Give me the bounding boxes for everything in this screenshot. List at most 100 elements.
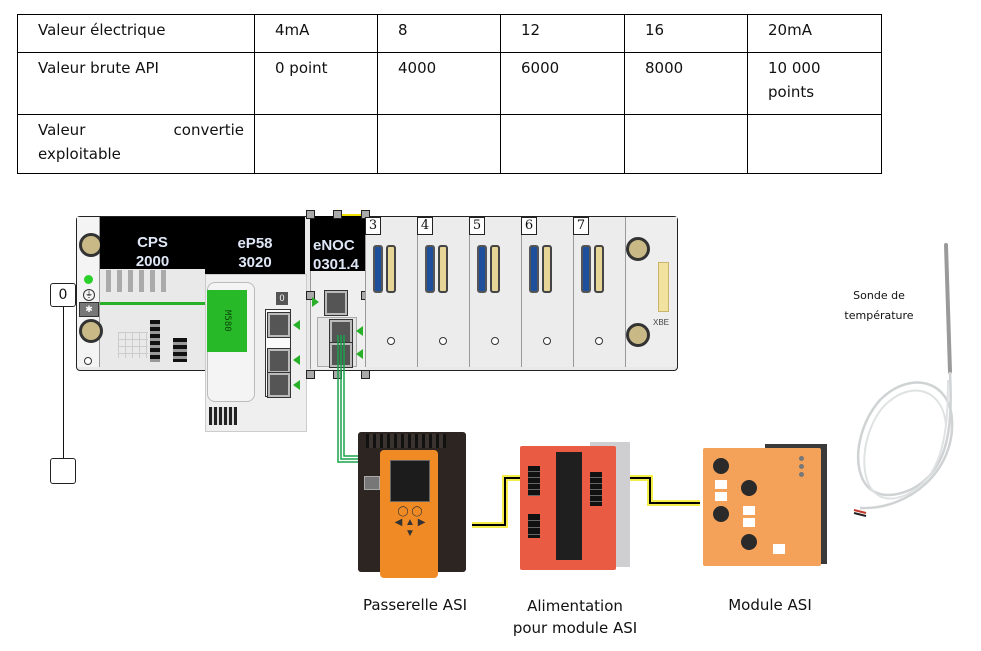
led-indicator-icon xyxy=(799,456,804,461)
gateway-screen xyxy=(390,460,430,502)
ethernet-port[interactable] xyxy=(267,348,291,374)
module-ref: 0301.4 xyxy=(313,256,359,271)
connector-icon xyxy=(581,245,591,293)
sensor-label: Sonde de température xyxy=(836,286,922,326)
table-cell[interactable] xyxy=(377,114,501,174)
terminal-block-icon xyxy=(528,514,540,538)
m12-connector-icon xyxy=(713,506,729,522)
gateway-keypad[interactable]: ◯ ◯◀ ▲ ▶▼ xyxy=(394,506,426,539)
asi-gateway[interactable]: ◯ ◯◀ ▲ ▶▼ xyxy=(358,432,466,578)
asi-power-supply[interactable] xyxy=(520,436,630,571)
selection-handle[interactable] xyxy=(361,370,370,379)
screw-icon xyxy=(79,319,103,343)
hole-icon xyxy=(491,337,499,345)
row-label: Valeur convertie exploitable xyxy=(17,114,255,174)
module-enoc[interactable]: eNOC 0301.4 xyxy=(310,216,365,271)
link-arrow-icon xyxy=(356,326,363,336)
connector-icon xyxy=(386,245,396,293)
module-name: eNOC xyxy=(313,237,355,254)
probe-wire-end xyxy=(853,509,867,514)
link-arrow-icon xyxy=(293,355,300,365)
module-ref: 3020 xyxy=(238,254,272,271)
ethernet-port[interactable] xyxy=(267,372,291,398)
label-plate xyxy=(743,506,755,515)
led-indicator-icon xyxy=(799,472,804,477)
slot-number: 4 xyxy=(417,217,433,235)
terminal-block-icon xyxy=(173,338,187,362)
table-cell: 6000 xyxy=(500,52,625,115)
row-label-line2: exploitable xyxy=(38,145,121,163)
selection-handle[interactable] xyxy=(333,210,342,219)
slot-number: 3 xyxy=(365,217,381,235)
ethernet-port[interactable] xyxy=(324,290,348,316)
selection-handle[interactable] xyxy=(306,210,315,219)
power-supply-label-line1: Alimentation xyxy=(527,597,623,615)
connector-icon xyxy=(490,245,500,293)
connector-icon xyxy=(529,245,539,293)
hole-icon xyxy=(595,337,603,345)
selection-handle[interactable] xyxy=(306,370,315,379)
conversion-table: Valeur électrique 4mA 8 12 16 20mA Valeu… xyxy=(17,14,882,174)
table-cell: 0 point xyxy=(254,52,378,115)
table-row-electrical: Valeur électrique 4mA 8 12 16 20mA xyxy=(17,14,882,53)
connector-icon xyxy=(477,245,487,293)
table-cell[interactable] xyxy=(254,114,378,174)
asi-module-label: Module ASI xyxy=(728,596,812,614)
table-cell[interactable] xyxy=(500,114,625,174)
slot-number: 5 xyxy=(469,217,485,235)
ground-icon: ⏚ xyxy=(83,289,95,301)
row-label-part1: Valeur xyxy=(38,121,86,139)
empty-rack-box[interactable] xyxy=(50,458,76,484)
sensor-label-line1: Sonde de xyxy=(853,289,905,302)
rack-tree-line xyxy=(63,304,64,459)
terminal-block-icon xyxy=(528,466,540,496)
terminal-block-icon xyxy=(150,320,160,362)
ethernet-port[interactable] xyxy=(267,312,291,338)
module-cps[interactable]: CPS 2000 xyxy=(100,217,205,270)
gateway-vent xyxy=(366,434,446,448)
port-label: 0 xyxy=(276,292,288,305)
table-cell[interactable] xyxy=(624,114,748,174)
asi-module[interactable] xyxy=(703,444,828,566)
temperature-probe[interactable] xyxy=(840,240,980,530)
table-cell: 16 xyxy=(624,14,748,53)
extender-connector-icon xyxy=(658,262,669,312)
m12-connector-icon xyxy=(713,458,729,474)
link-arrow-icon xyxy=(356,349,363,359)
selection-handle[interactable] xyxy=(306,291,315,300)
led-green-icon xyxy=(84,275,93,284)
asi-cable xyxy=(615,477,700,504)
probe-cable xyxy=(856,371,954,510)
hole-icon xyxy=(543,337,551,345)
grid-icon xyxy=(118,332,148,358)
hole-icon xyxy=(84,357,92,365)
m12-connector-icon xyxy=(741,534,757,550)
probe-wire-end xyxy=(853,512,867,517)
probe-rod xyxy=(944,243,952,374)
connector-icon xyxy=(542,245,552,293)
rack-number-box[interactable]: 0 xyxy=(50,283,76,307)
power-supply-label-line2: pour module ASI xyxy=(512,619,638,637)
table-cell: 4mA xyxy=(254,14,378,53)
gateway-ethernet-port[interactable] xyxy=(364,476,380,490)
status-bar xyxy=(100,302,208,305)
table-cell[interactable] xyxy=(747,114,882,174)
reset-button[interactable]: ✱ xyxy=(79,302,99,317)
rack-end-label: XBE xyxy=(653,318,670,327)
cpu-display: M580 xyxy=(207,290,247,352)
table-cell: 20mA xyxy=(747,14,882,53)
hole-icon xyxy=(387,337,395,345)
label-plate xyxy=(715,480,727,489)
row-label-part2: convertie xyxy=(173,121,244,139)
module-cpu[interactable]: eP58 3020 xyxy=(205,217,305,274)
link-arrow-icon xyxy=(293,380,300,390)
table-row-raw: Valeur brute API 0 point 4000 6000 8000 … xyxy=(17,52,882,115)
label-plate xyxy=(715,492,727,501)
terminal-block-icon xyxy=(590,472,602,506)
slot-number: 6 xyxy=(521,217,537,235)
power-supply-label: Alimentation pour module ASI xyxy=(495,595,655,639)
label-plate xyxy=(743,518,755,527)
selection-top-line xyxy=(340,214,362,216)
row-label: Valeur électrique xyxy=(17,14,255,53)
